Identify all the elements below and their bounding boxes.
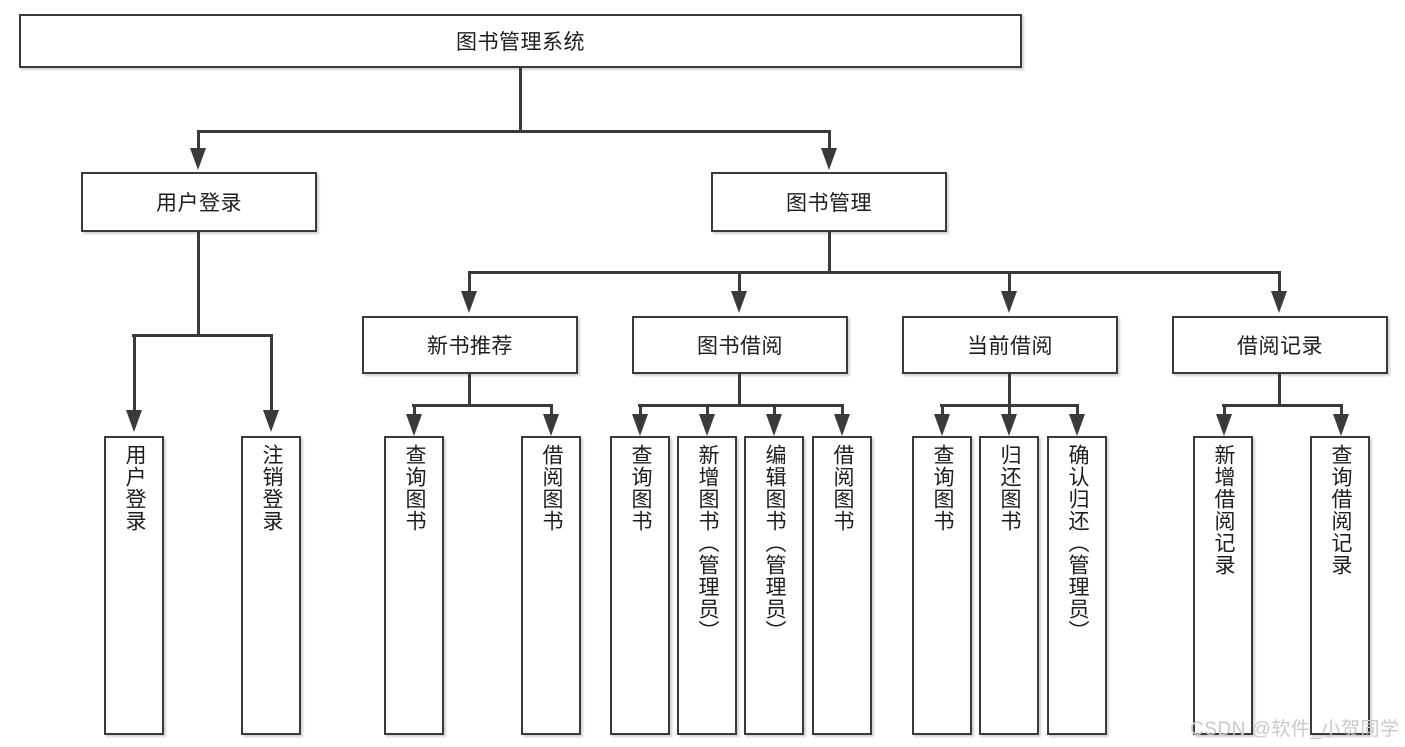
- connector-book-borrow-stem: [738, 374, 741, 406]
- connector-to-leaf-edit-book: [773, 404, 776, 422]
- node-book-management-label: 图书管理: [786, 192, 872, 215]
- connector-to-leaf-add-book: [706, 404, 709, 422]
- leaf-user-logout-label: 注销登录: [260, 444, 284, 532]
- connector-current-borrow-stem: [1008, 374, 1011, 406]
- connector-to-leaf-query-record: [1340, 404, 1343, 422]
- arrowhead-to-leaf-add-record: [1216, 414, 1232, 436]
- leaf-user-login[interactable]: 用户登录: [104, 436, 164, 735]
- connector-user-login-bar: [132, 334, 272, 337]
- connector-to-user-login: [197, 130, 200, 152]
- leaf-return-book-label: 归还图书: [998, 444, 1022, 532]
- node-book-borrow[interactable]: 图书借阅: [632, 316, 848, 374]
- connector-to-leaf-user-login: [133, 334, 136, 414]
- leaf-query-record-label: 查询借阅记录: [1329, 444, 1353, 576]
- connector-new-book-recommend-stem: [468, 374, 471, 406]
- leaf-confirm-return[interactable]: 确认归还（管理员）: [1047, 436, 1107, 735]
- leaf-borrow-book-1-label: 借阅图书: [540, 444, 564, 532]
- leaf-query-book-1-label: 查询图书: [403, 444, 427, 532]
- leaf-user-logout[interactable]: 注销登录: [241, 436, 301, 735]
- leaf-user-login-label: 用户登录: [123, 444, 147, 532]
- arrowhead-to-leaf-query-book-2: [632, 414, 648, 436]
- arrowhead-to-user-login: [190, 148, 206, 170]
- node-root-label: 图书管理系统: [456, 31, 585, 54]
- arrowhead-to-leaf-borrow-book-2: [834, 414, 850, 436]
- connector-root-stem: [519, 68, 522, 132]
- arrowhead-to-new-book-recommend: [461, 291, 477, 313]
- connector-book-management-stem: [828, 232, 831, 274]
- node-current-borrow-label: 当前借阅: [967, 335, 1053, 358]
- arrowhead-to-leaf-user-login: [126, 410, 142, 432]
- node-borrow-record-label: 借阅记录: [1237, 335, 1323, 358]
- connector-to-leaf-borrow-book-2: [841, 404, 844, 422]
- connector-to-leaf-return-book: [1008, 404, 1011, 422]
- connector-borrow-record-stem: [1278, 374, 1281, 406]
- node-new-book-recommend-label: 新书推荐: [427, 335, 513, 358]
- arrowhead-to-leaf-return-book: [1001, 414, 1017, 436]
- leaf-query-book-3[interactable]: 查询图书: [912, 436, 972, 735]
- leaf-edit-book[interactable]: 编辑图书（管理员）: [744, 436, 804, 735]
- connector-to-book-management: [828, 130, 831, 152]
- connector-new-book-recommend-bar: [412, 404, 552, 407]
- leaf-borrow-book-1[interactable]: 借阅图书: [521, 436, 581, 735]
- arrowhead-to-book-borrow: [731, 291, 747, 313]
- arrowhead-to-leaf-query-record: [1333, 414, 1349, 436]
- node-new-book-recommend[interactable]: 新书推荐: [362, 316, 578, 374]
- leaf-query-book-2[interactable]: 查询图书: [610, 436, 670, 735]
- arrowhead-to-leaf-user-logout: [263, 410, 279, 432]
- leaf-add-record-label: 新增借阅记录: [1212, 444, 1236, 576]
- connector-level2-bar: [198, 130, 831, 133]
- leaf-borrow-book-2-label: 借阅图书: [831, 444, 855, 532]
- node-book-borrow-label: 图书借阅: [697, 335, 783, 358]
- arrowhead-to-leaf-query-book-3: [934, 414, 950, 436]
- arrowhead-to-leaf-borrow-book-1: [543, 414, 559, 436]
- leaf-query-book-3-label: 查询图书: [931, 444, 955, 532]
- leaf-query-book-2-label: 查询图书: [629, 444, 653, 532]
- leaf-edit-book-label: 编辑图书（管理员）: [763, 444, 787, 642]
- leaf-return-book[interactable]: 归还图书: [979, 436, 1039, 735]
- connector-to-book-borrow: [738, 271, 741, 295]
- leaf-query-record[interactable]: 查询借阅记录: [1310, 436, 1370, 735]
- node-book-management[interactable]: 图书管理: [711, 172, 947, 232]
- connector-user-login-stem: [197, 232, 200, 336]
- node-borrow-record[interactable]: 借阅记录: [1172, 316, 1388, 374]
- connector-to-borrow-record: [1278, 271, 1281, 295]
- connector-to-leaf-confirm-return: [1076, 404, 1079, 422]
- connector-to-leaf-query-book-3: [941, 404, 944, 422]
- leaf-borrow-book-2[interactable]: 借阅图书: [812, 436, 872, 735]
- node-root[interactable]: 图书管理系统: [19, 14, 1022, 68]
- leaf-add-record[interactable]: 新增借阅记录: [1193, 436, 1253, 735]
- connector-to-leaf-user-logout: [270, 334, 273, 414]
- connector-to-leaf-query-book-1: [413, 404, 416, 422]
- arrowhead-to-book-management: [821, 148, 837, 170]
- connector-to-leaf-add-record: [1223, 404, 1226, 422]
- arrowhead-to-leaf-edit-book: [766, 414, 782, 436]
- arrowhead-to-leaf-query-book-1: [406, 414, 422, 436]
- arrowhead-to-leaf-add-book: [699, 414, 715, 436]
- leaf-add-book-label: 新增图书（管理员）: [696, 444, 720, 642]
- node-current-borrow[interactable]: 当前借阅: [902, 316, 1118, 374]
- connector-borrow-record-bar: [1222, 404, 1342, 407]
- connector-to-leaf-borrow-book-1: [550, 404, 553, 422]
- leaf-add-book[interactable]: 新增图书（管理员）: [677, 436, 737, 735]
- connector-level3-bar: [468, 271, 1280, 274]
- arrowhead-to-leaf-confirm-return: [1069, 414, 1085, 436]
- arrowhead-to-borrow-record: [1271, 291, 1287, 313]
- connector-book-borrow-bar: [638, 404, 843, 407]
- leaf-query-book-1[interactable]: 查询图书: [384, 436, 444, 735]
- connector-to-leaf-query-book-2: [639, 404, 642, 422]
- leaf-confirm-return-label: 确认归还（管理员）: [1066, 444, 1090, 642]
- node-user-login-label: 用户登录: [156, 192, 242, 215]
- connector-to-current-borrow: [1008, 271, 1011, 295]
- connector-to-new-book-recommend: [468, 271, 471, 295]
- arrowhead-to-current-borrow: [1001, 291, 1017, 313]
- node-user-login[interactable]: 用户登录: [81, 172, 317, 232]
